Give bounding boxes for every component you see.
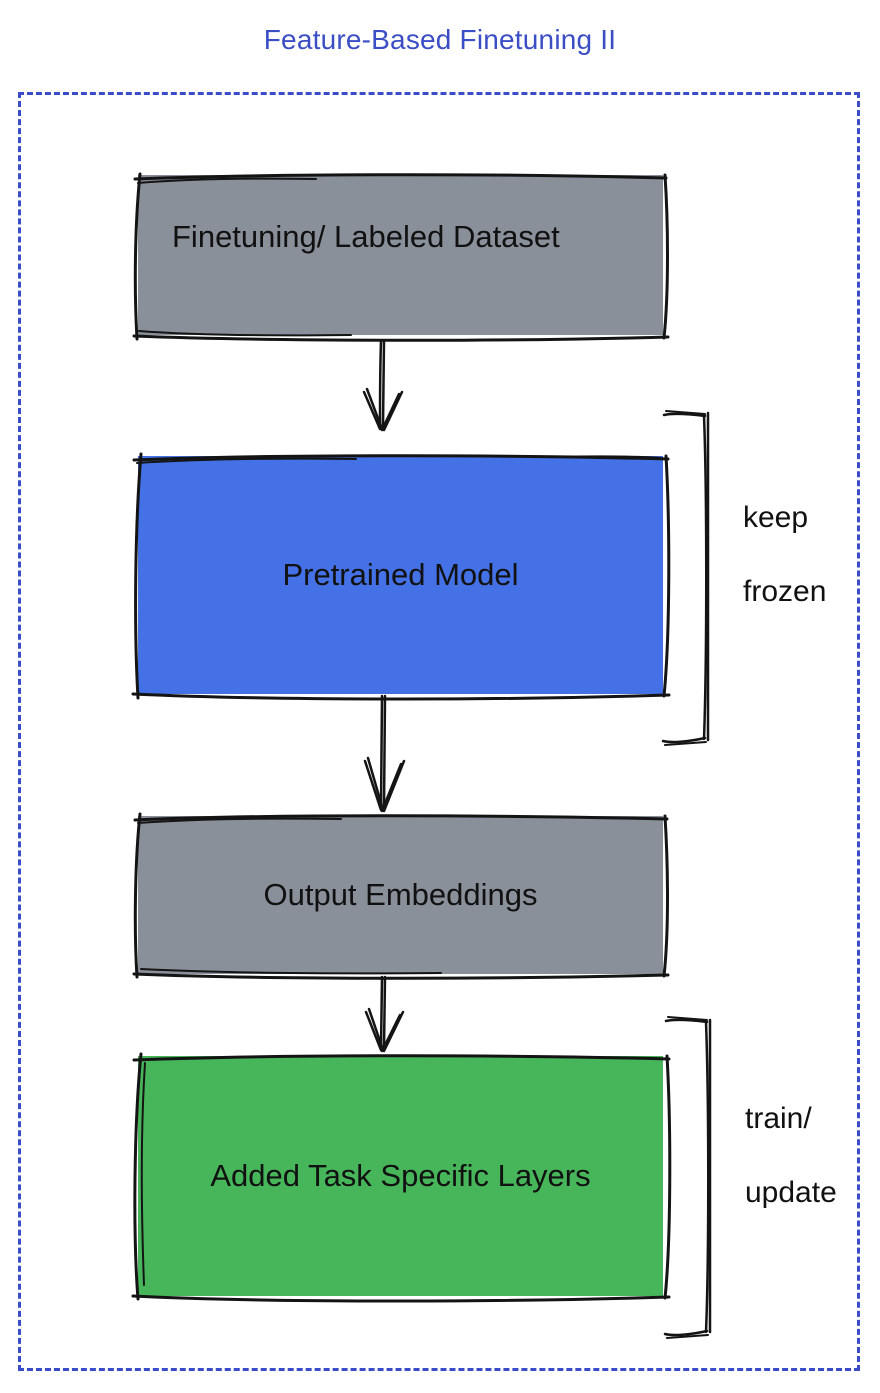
arrow-dataset-to-pretrained	[362, 339, 404, 432]
flow-box-label: Finetuning/ Labeled Dataset	[172, 219, 560, 254]
annotation-line: frozen	[743, 575, 827, 608]
diagram-frame: Finetuning/ Labeled Dataset Pretrained M…	[18, 92, 860, 1371]
flow-box-task-specific-layers: Added Task Specific Layers	[138, 1056, 663, 1296]
flow-box-label: Added Task Specific Layers	[210, 1158, 591, 1193]
annotation-line: train/	[745, 1102, 812, 1135]
arrow-output-to-task-layers	[364, 975, 405, 1053]
arrow-pretrained-to-output	[363, 694, 406, 813]
flow-box-label: Output Embeddings	[263, 877, 538, 912]
flow-box-output-embeddings: Output Embeddings	[138, 816, 663, 974]
flow-box-pretrained-model: Pretrained Model	[138, 456, 663, 694]
flow-box-label: Pretrained Model	[282, 557, 519, 592]
annotation-train-update: train/ update	[745, 1100, 837, 1211]
annotation-line: keep	[743, 501, 809, 534]
flow-box-finetuning-dataset: Finetuning/ Labeled Dataset	[138, 175, 663, 335]
annotation-line: update	[745, 1176, 837, 1209]
bracket-keep-frozen	[661, 410, 710, 746]
diagram-title: Feature-Based Finetuning II	[263, 24, 617, 55]
bracket-train-update	[663, 1016, 712, 1339]
diagram-canvas: Finetuning/ Labeled Dataset Pretrained M…	[21, 95, 857, 1368]
annotation-keep-frozen: keep frozen	[743, 499, 826, 610]
